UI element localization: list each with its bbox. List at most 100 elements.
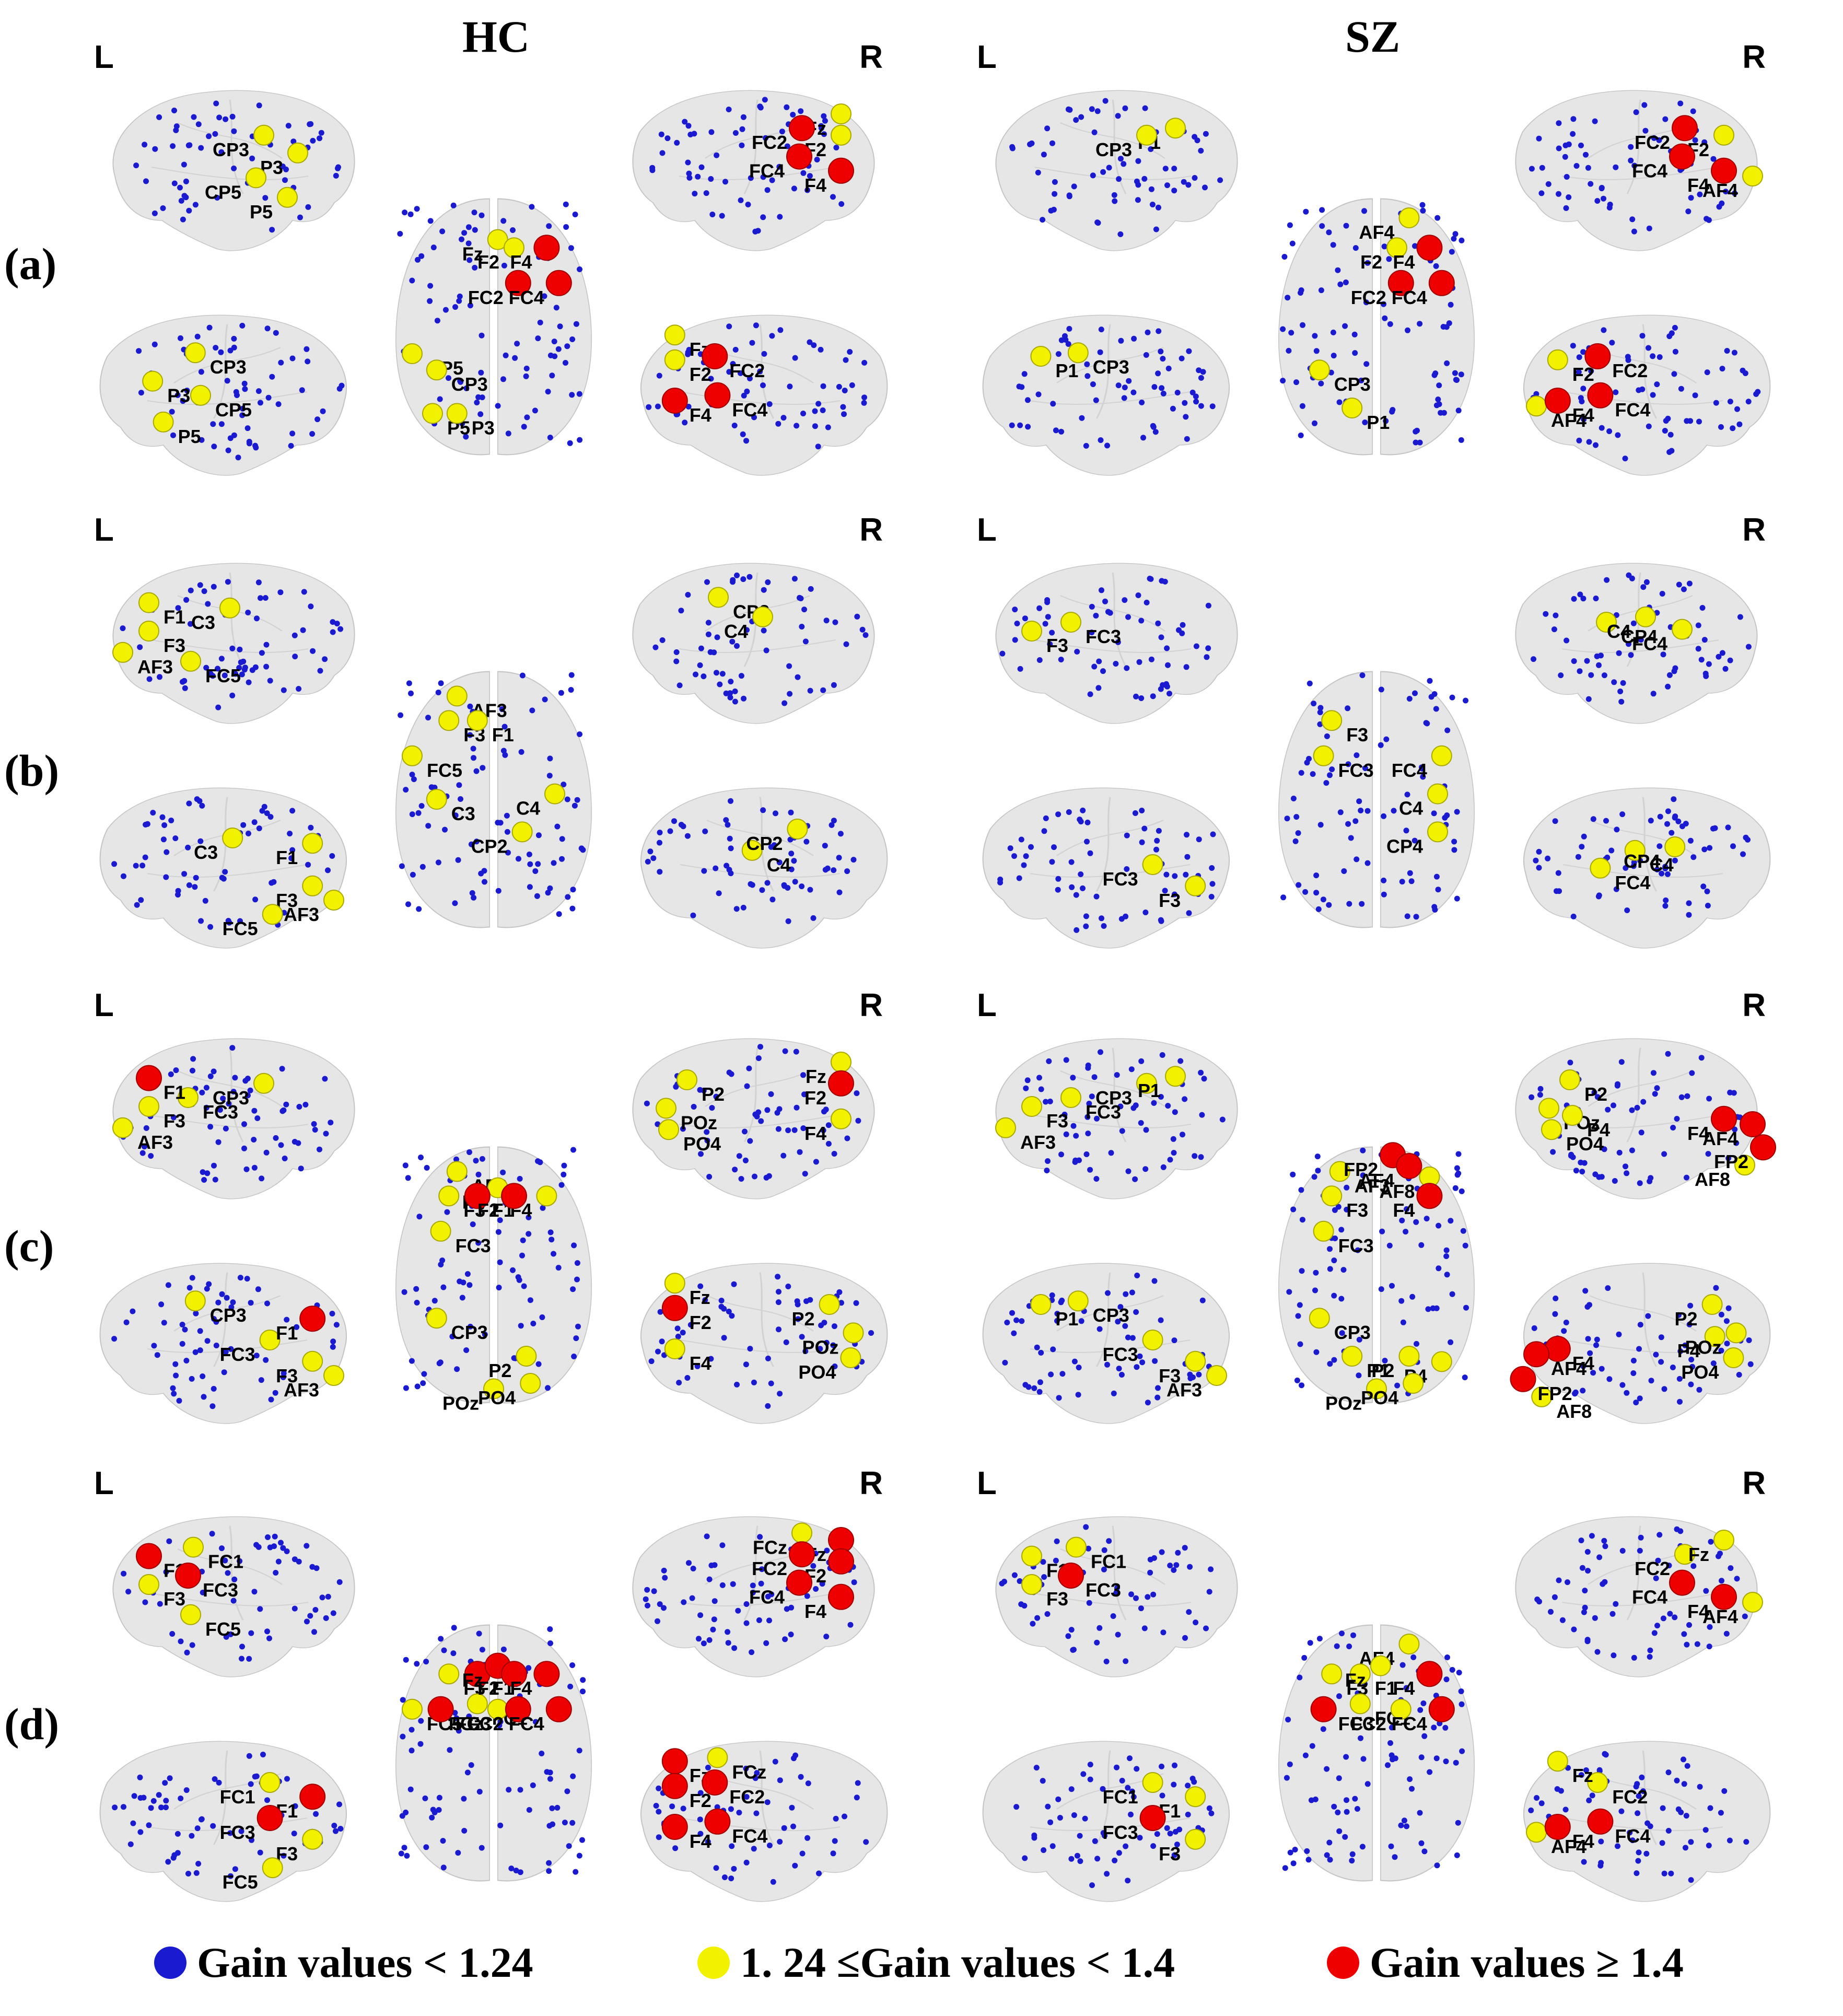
electrode-dot-low: [1336, 399, 1343, 405]
brain-hemisphere: [395, 1146, 490, 1404]
electrode-dot-low: [230, 1299, 236, 1306]
electrode-dot-low: [1151, 384, 1158, 390]
electrode-dot-low: [1339, 1630, 1345, 1637]
electrode-dot-low: [1336, 1693, 1342, 1699]
electrode-dot-low: [751, 414, 757, 421]
side-label-right: R: [859, 512, 883, 548]
electrode-dot-low: [1635, 1858, 1641, 1864]
electrode-dot-low: [400, 1697, 406, 1703]
electrode-label-FP2: FP2: [1344, 1159, 1378, 1180]
electrode-dot-low: [745, 202, 751, 207]
electrode-dot-low: [698, 164, 705, 170]
electrode-dot-low: [804, 187, 811, 193]
electrode-dot-low: [800, 1072, 806, 1078]
electrode-dot-low: [1193, 399, 1199, 405]
electrode-dot-low: [150, 810, 156, 816]
electrode-dot-low: [831, 1323, 837, 1330]
electrode-dot-low: [1125, 614, 1131, 620]
electrode-CP3-mid: [1309, 359, 1330, 381]
electrode-label-C4: C4: [724, 621, 748, 642]
electrode-dot-low: [1208, 1566, 1214, 1572]
electrode-dot-low: [1418, 1754, 1425, 1761]
electrode-dot-low: [158, 1301, 165, 1308]
electrode-dot-low: [1141, 1625, 1148, 1632]
electrode-label-F1: F1: [1375, 1677, 1397, 1699]
electrode-dot-low: [698, 1151, 704, 1157]
electrode-dot-low: [167, 1775, 173, 1781]
electrode-dot-low: [1418, 1242, 1425, 1248]
electrode-dot-low: [1104, 1361, 1110, 1368]
electrode-dot-low: [318, 130, 324, 136]
electrode-dot-low: [1631, 228, 1637, 235]
electrode-dot-low: [521, 424, 527, 430]
electrode-dot-low: [1299, 403, 1305, 409]
electrode-dot-low: [410, 871, 416, 878]
electrode-F3-mid: [438, 1185, 460, 1207]
view-top: AF3F3FzF4FC3CP3P2POzPO4F1F2: [395, 1146, 592, 1414]
brain-sulcus: [1626, 1047, 1641, 1143]
electrode-dot-low: [1196, 1371, 1202, 1378]
electrode-dot-low: [1019, 1318, 1025, 1324]
electrode-dot-low: [1297, 1302, 1303, 1308]
electrode-FC3-high: [1058, 1563, 1084, 1589]
electrode-dot-low: [1723, 1630, 1730, 1637]
electrode-P1-mid: [1030, 346, 1052, 367]
electrode-dot-low: [417, 1741, 424, 1747]
electrode-dot-low: [832, 1838, 838, 1844]
panel-d-sz: FC1F1F3FC3FC1F1F3FC3AF4F3F1FzFC1FC2F4FC3…: [977, 1465, 1771, 1902]
electrode-dot-low: [320, 408, 326, 414]
electrode-dot-low: [1718, 1311, 1724, 1318]
electrode-dot-low: [467, 703, 473, 709]
electrode-dot-low: [728, 679, 734, 685]
electrode-dot-low: [527, 884, 533, 890]
electrode-dot-low: [1662, 116, 1669, 122]
electrode-dot-low: [251, 819, 258, 825]
brain-sulcus: [1642, 1750, 1657, 1845]
electrode-dot-low: [529, 204, 535, 210]
electrode-dot-low: [1142, 910, 1149, 915]
electrode-dot-low: [764, 880, 771, 886]
electrode-dot-low: [1324, 733, 1330, 739]
electrode-dot-low: [181, 161, 187, 168]
electrode-dot-low: [1293, 814, 1300, 820]
electrode-label-Fz: Fz: [1572, 1765, 1593, 1786]
electrode-dot-low: [222, 1557, 228, 1564]
electrode-dot-low: [1443, 1676, 1450, 1683]
electrode-dot-low: [823, 1339, 830, 1346]
electrode-dot-low: [1138, 1605, 1144, 1612]
electrode-dot-low: [818, 125, 824, 131]
electrode-dot-low: [186, 882, 192, 888]
electrode-F4-high: [1711, 157, 1737, 184]
electrode-dot-low: [647, 848, 654, 855]
electrode-label-F3: F3: [1159, 1843, 1181, 1864]
electrode-dot-low: [254, 1115, 261, 1121]
electrode-P1-mid: [1342, 1346, 1363, 1367]
electrode-dot-low: [1159, 578, 1165, 584]
electrode-dot-low: [1452, 370, 1458, 376]
brain-hemisphere: [1380, 671, 1475, 928]
electrode-dot-low: [466, 1714, 472, 1719]
electrode-P5-mid: [153, 411, 174, 433]
electrode-F1-mid: [1185, 1786, 1206, 1808]
electrode-dot-low: [1392, 1854, 1398, 1860]
electrode-F2-mid: [664, 349, 685, 370]
electrode-dot-low: [526, 1665, 532, 1671]
electrode-dot-low: [1057, 1815, 1063, 1821]
electrode-dot-low: [1351, 331, 1358, 337]
electrode-label-C3: C3: [194, 842, 218, 863]
electrode-label-F1: F1: [164, 1082, 185, 1103]
electrode-label-CP3: CP3: [451, 374, 488, 395]
electrode-dot-low: [1068, 859, 1075, 865]
electrode-dot-low: [457, 378, 463, 384]
electrode-dot-low: [1038, 1349, 1044, 1356]
electrode-POz-mid: [483, 1378, 504, 1400]
electrode-dot-low: [1659, 591, 1665, 597]
electrode-dot-low: [1208, 894, 1215, 900]
electrode-dot-low: [549, 372, 555, 379]
electrode-dot-low: [258, 595, 263, 601]
electrode-dot-low: [1036, 1075, 1042, 1081]
electrode-dot-low: [231, 1576, 238, 1582]
electrode-dot-low: [1650, 392, 1656, 398]
